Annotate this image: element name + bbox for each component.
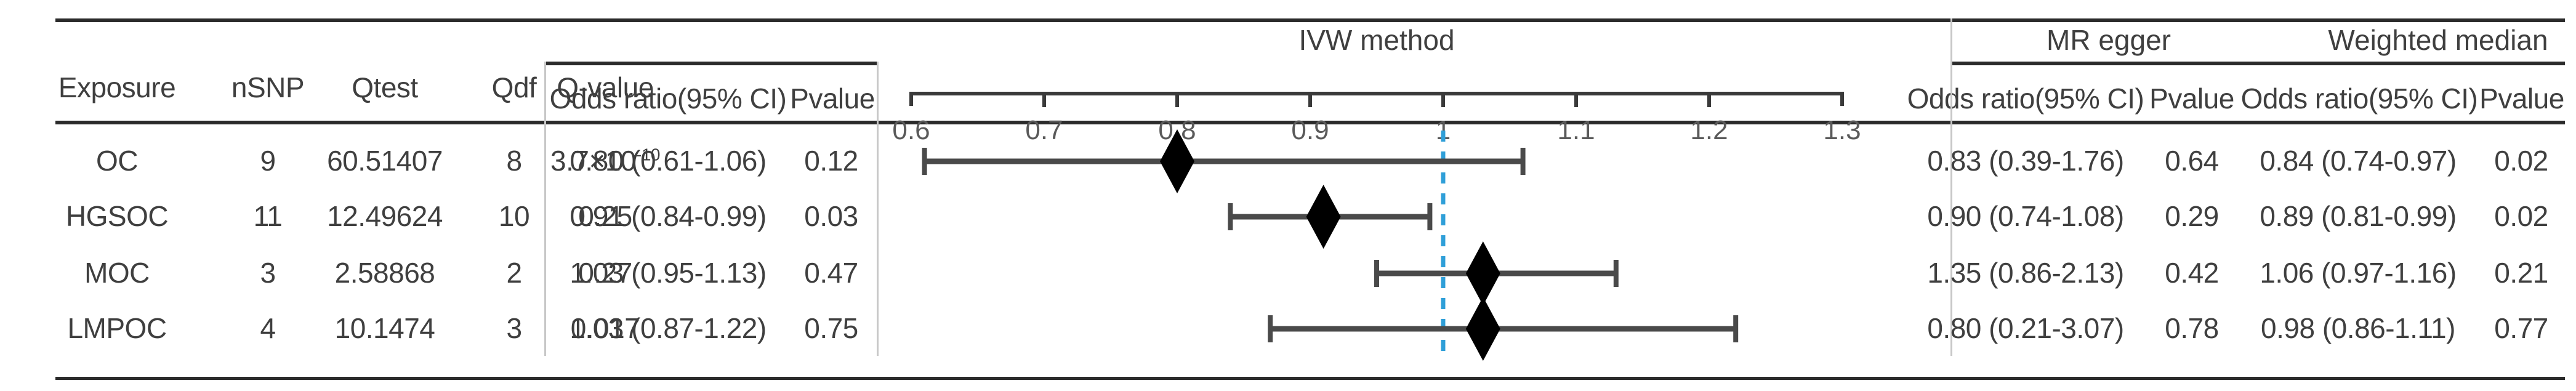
subheader-egger-odds-ratio: Odds ratio(95% CI) [1907, 83, 2144, 115]
cell-wm-odds-ratio: 1.06 (0.97-1.16) [2260, 257, 2457, 289]
cell-ivw-pvalue: 0.12 [804, 145, 858, 177]
cell-nsnp: 11 [253, 200, 283, 232]
column-header-qtest: Qtest [352, 71, 418, 103]
cell-qvalue-exponent: -10 [636, 145, 660, 164]
x-axis-tick-label: 1.1 [1557, 115, 1595, 145]
cell-exposure: HGSOC [65, 200, 169, 232]
cell-qtest: 10.1474 [334, 312, 435, 344]
cell-qvalue: 0.25 [578, 200, 632, 232]
subheader-wm-odds-ratio: Odds ratio(95% CI) [2240, 83, 2478, 115]
subheader-ivw-pvalue: Pvalue [790, 83, 875, 115]
subheader-wm-pvalue: Pvalue [2479, 83, 2564, 115]
cell-egger-pvalue: 0.64 [2165, 145, 2219, 177]
cell-ivw-pvalue: 0.03 [804, 200, 858, 232]
cell-wm-pvalue: 0.02 [2494, 200, 2548, 232]
x-axis-tick-label: 0.9 [1291, 115, 1329, 145]
cell-wm-pvalue: 0.02 [2494, 145, 2548, 177]
group-header-weighted-median: Weighted median [2328, 24, 2548, 56]
cell-nsnp: 4 [260, 312, 276, 344]
cell-egger-pvalue: 0.42 [2165, 257, 2219, 289]
cell-egger-pvalue: 0.29 [2165, 200, 2219, 232]
vseparator-plot-right [1950, 18, 1952, 356]
table-bottom-rule [55, 377, 2565, 380]
cell-qvalue: 3.7×10-10 [550, 145, 660, 177]
cell-wm-odds-ratio: 0.84 (0.74-0.97) [2260, 145, 2457, 177]
cell-qdf: 8 [506, 145, 522, 177]
cell-ivw-odds-ratio: 1.03 (0.87-1.22) [570, 312, 767, 344]
cell-ivw-odds-ratio: 0.80 (0.61-1.06) [570, 145, 767, 177]
cell-qdf: 2 [506, 257, 522, 289]
cell-exposure: LMPOC [67, 312, 167, 344]
group-header-ivw-method: IVW method [1298, 24, 1455, 56]
column-header-exposure: Exposure [58, 71, 176, 103]
cell-nsnp: 9 [260, 145, 276, 177]
x-axis-line [909, 92, 1844, 106]
x-axis-tick-label: 1 [1436, 115, 1451, 145]
table-top-rule [55, 18, 2565, 22]
x-axis-tick-label: 0.7 [1025, 115, 1063, 145]
x-axis-tick-label: 1.2 [1690, 115, 1728, 145]
cell-wm-odds-ratio: 0.98 (0.86-1.11) [2261, 312, 2455, 344]
vseparator-ivw-left [544, 62, 546, 356]
effect-estimate-diamond [1465, 297, 1500, 361]
cell-ivw-odds-ratio: 1.03 (0.95-1.13) [570, 257, 767, 289]
cell-ivw-pvalue: 0.75 [804, 312, 858, 344]
cell-egger-odds-ratio: 1.35 (0.86-2.13) [1927, 257, 2124, 289]
cell-egger-pvalue: 0.78 [2165, 312, 2219, 344]
cell-qtest: 2.58868 [334, 257, 435, 289]
x-axis-tick-label: 0.6 [892, 115, 930, 145]
effect-estimate-diamond [1160, 129, 1194, 193]
cell-wm-odds-ratio: 0.89 (0.81-0.99) [2260, 200, 2457, 232]
cell-qtest: 60.51407 [327, 145, 443, 177]
subheader-rule-right-top [1950, 62, 2565, 65]
column-header-qdf: Qdf [491, 71, 537, 103]
effect-estimate-diamond [1306, 185, 1341, 249]
cell-egger-odds-ratio: 0.83 (0.39-1.76) [1927, 145, 2124, 177]
x-axis-tick-label: 1.3 [1823, 115, 1861, 145]
subheader-rule-bottom [55, 121, 2565, 124]
cell-qvalue: 0.27 [578, 257, 632, 289]
column-header-qvalue: Q-value [557, 71, 654, 103]
cell-nsnp: 3 [260, 257, 276, 289]
cell-qdf: 10 [498, 200, 530, 232]
cell-qtest: 12.49624 [327, 200, 443, 232]
cell-exposure: MOC [84, 257, 150, 289]
cell-exposure: OC [96, 145, 139, 177]
cell-egger-odds-ratio: 0.80 (0.21-3.07) [1927, 312, 2124, 344]
x-axis-tick-label: 0.8 [1158, 115, 1196, 145]
group-header-mr-egger: MR egger [2047, 24, 2171, 56]
cell-wm-pvalue: 0.21 [2494, 257, 2548, 289]
vseparator-plot-left [877, 62, 879, 356]
cell-qvalue: 0.017 [570, 312, 640, 344]
cell-wm-pvalue: 0.77 [2494, 312, 2548, 344]
subheader-ivw-odds-ratio: Odds ratio(95% CI) [549, 83, 787, 115]
cell-ivw-odds-ratio: 0.91 (0.84-0.99) [570, 200, 767, 232]
column-header-nsnp: nSNP [231, 71, 305, 103]
cell-qdf: 3 [506, 312, 522, 344]
cell-egger-odds-ratio: 0.90 (0.74-1.08) [1927, 200, 2124, 232]
subheader-rule-ivw-left-top [544, 62, 877, 65]
subheader-egger-pvalue: Pvalue [2149, 83, 2234, 115]
cell-ivw-pvalue: 0.47 [804, 257, 858, 289]
effect-estimate-diamond [1465, 241, 1500, 305]
